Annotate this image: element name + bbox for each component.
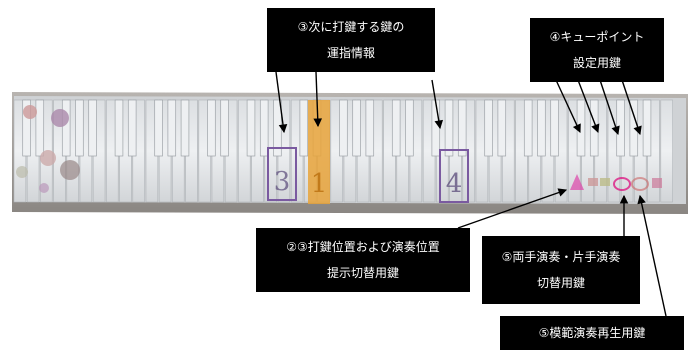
black-key	[114, 99, 124, 157]
arrow-to-cue-key-1	[555, 79, 581, 134]
callout-hand-mode-line2: 切替用鍵	[536, 276, 585, 290]
finger-number-4: 4	[446, 169, 463, 199]
black-key	[299, 99, 309, 157]
black-key	[246, 99, 256, 157]
callout-position-toggle-line1: ②③打鍵位置および演奏位置	[286, 240, 440, 254]
callout-cue-point-line1: ④キューポイント	[549, 30, 645, 44]
white-key	[660, 99, 673, 203]
black-key	[391, 99, 401, 157]
black-key	[127, 99, 137, 157]
black-key	[88, 99, 97, 157]
finger-frame-4	[439, 149, 469, 203]
black-key	[22, 99, 31, 157]
callout-model-playback-line1: ⑤模範演奏再生用鍵	[538, 326, 646, 340]
callout-hand-mode: ⑤両手演奏・片手演奏 切替用鍵	[482, 236, 640, 304]
arrow-to-key-3	[275, 71, 288, 134]
black-key	[259, 99, 269, 157]
callout-position-toggle-line2: 提示切替用鍵	[326, 266, 399, 280]
arrow-to-playback-key	[637, 194, 667, 317]
left-key-stickers	[16, 105, 80, 193]
arrow-to-cue-key-4	[621, 79, 642, 136]
callout-position-toggle: ②③打鍵位置および演奏位置 提示切替用鍵	[256, 228, 470, 292]
black-key	[484, 99, 493, 157]
black-key	[457, 99, 467, 157]
black-key	[154, 99, 163, 157]
finger-number-1: 1	[311, 169, 328, 199]
black-key	[220, 99, 229, 157]
black-key	[497, 99, 507, 157]
callout-fingering-line1: ③次に打鍵する鍵の	[297, 20, 405, 34]
black-key	[405, 99, 414, 157]
highlight-key	[308, 100, 330, 204]
arrow-to-position-key	[457, 188, 568, 229]
control-key-icons	[570, 174, 662, 191]
black-key	[75, 99, 84, 157]
black-key	[61, 99, 71, 157]
black-key	[180, 99, 190, 157]
callout-fingering-info: ③次に打鍵する鍵の 運指情報	[267, 8, 435, 72]
arrow-to-hand-mode-key	[619, 194, 629, 236]
black-key	[365, 99, 375, 157]
annotation-arrows	[275, 71, 667, 317]
callout-hand-mode-line1: ⑤両手演奏・片手演奏	[501, 250, 621, 264]
arrow-to-cue-key-3	[599, 79, 620, 136]
callout-fingering-line2: 運指情報	[326, 46, 375, 60]
fingering-markers: 3 1 4	[267, 100, 469, 204]
finger-frame-3	[267, 147, 297, 201]
black-key	[444, 99, 454, 157]
callout-cue-point: ④キューポイント 設定用鍵	[530, 18, 664, 82]
black-key	[550, 99, 559, 157]
black-key	[35, 99, 45, 157]
black-key	[339, 99, 348, 157]
black-key	[537, 99, 546, 157]
arrow-to-key-4	[431, 79, 444, 130]
black-key	[523, 99, 533, 157]
black-key	[431, 99, 441, 157]
callout-cue-point-line2: 設定用鍵	[572, 56, 621, 70]
arrow-to-key-1	[313, 71, 323, 128]
black-key	[167, 99, 177, 157]
callout-model-playback: ⑤模範演奏再生用鍵	[500, 316, 684, 350]
arrow-to-cue-key-2	[577, 79, 600, 134]
black-key	[642, 99, 652, 157]
black-key	[207, 99, 216, 157]
finger-number-3: 3	[274, 167, 291, 197]
black-key	[352, 99, 361, 157]
